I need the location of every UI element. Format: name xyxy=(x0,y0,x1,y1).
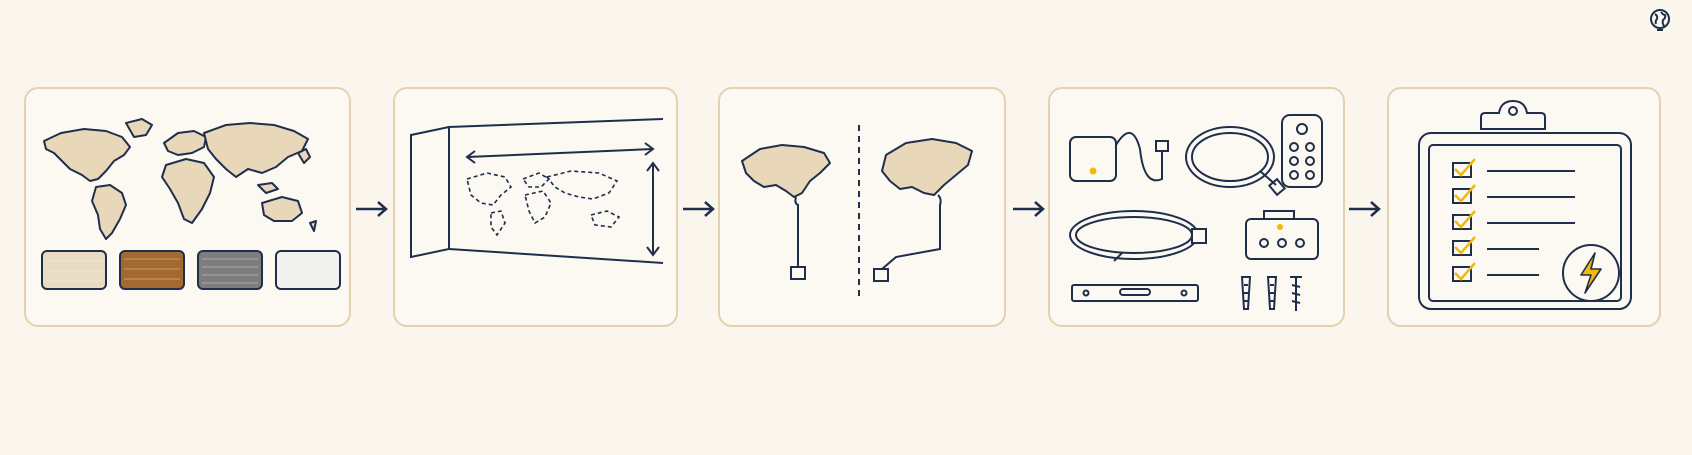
step-card-cable-routing xyxy=(718,87,1006,327)
step-card-checklist xyxy=(1387,87,1661,327)
swatch-grey-wood[interactable] xyxy=(197,250,263,290)
checklist-row xyxy=(1452,158,1575,178)
step-card-hardware-kit xyxy=(1048,87,1345,327)
checklist-items xyxy=(1452,158,1575,282)
wall-plugs-icon xyxy=(1240,276,1302,311)
step-card-measure-wall xyxy=(393,87,678,327)
height-measure-icon xyxy=(646,161,660,257)
lightning-bolt-icon xyxy=(1562,244,1620,302)
power-adapter-icon xyxy=(1069,132,1169,182)
routed-cable-option xyxy=(873,194,942,282)
dashed-map-outline xyxy=(466,170,621,237)
checklist-row xyxy=(1452,262,1539,282)
arrow-right-icon xyxy=(1011,198,1047,220)
arrow-right-icon xyxy=(1347,198,1383,220)
globe-logo-icon xyxy=(1646,6,1674,34)
checklist-row xyxy=(1452,236,1539,256)
width-measure-icon xyxy=(465,142,655,164)
arrow-right-icon xyxy=(681,198,717,220)
swatch-white[interactable] xyxy=(275,250,341,290)
coiled-cable-icon xyxy=(1185,126,1287,197)
world-map-icon xyxy=(41,118,341,290)
step-card-choose-map xyxy=(24,87,351,327)
finish-swatches xyxy=(41,250,341,290)
remote-control-icon xyxy=(1281,114,1323,188)
long-cable-icon xyxy=(1069,210,1207,262)
checklist-row xyxy=(1452,184,1575,204)
swatch-walnut-wood[interactable] xyxy=(119,250,185,290)
checklist-row xyxy=(1452,210,1575,230)
straight-cable-option xyxy=(790,196,806,280)
cable-routing-icon xyxy=(741,125,973,299)
wall-measure-icon xyxy=(410,118,664,264)
controller-box-icon xyxy=(1245,210,1319,260)
swatch-light-wood[interactable] xyxy=(41,250,107,290)
mounting-bracket-icon xyxy=(1071,284,1199,302)
arrow-right-icon xyxy=(354,198,390,220)
hardware-kit-icon xyxy=(1069,114,1323,311)
clipboard-checklist-icon xyxy=(1418,99,1632,310)
